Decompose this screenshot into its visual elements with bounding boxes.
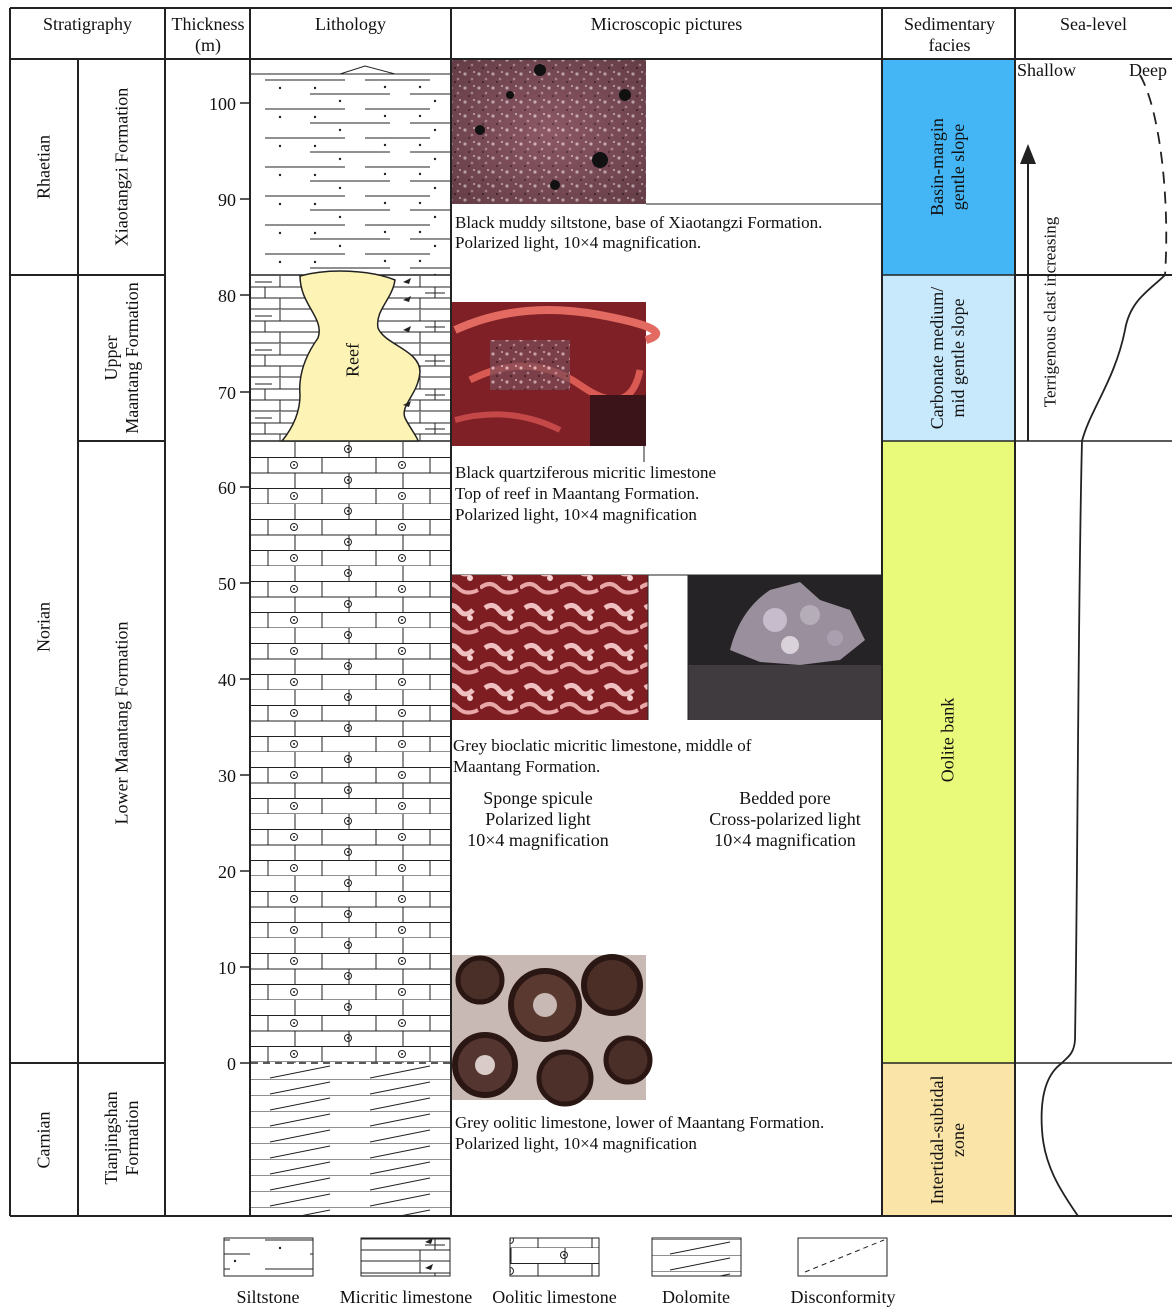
formation-lower-maantang: Lower Maantang Formation bbox=[112, 622, 133, 825]
thickness-axis bbox=[240, 103, 250, 1063]
legend-siltstone: Siltstone bbox=[208, 1287, 328, 1307]
legend-micritic: Micritic limestone bbox=[335, 1287, 477, 1307]
formation-upper-maantang-line2: Maantang Formation bbox=[122, 282, 143, 433]
header-facies: Sedimentary facies bbox=[892, 14, 1007, 56]
legend-swatches bbox=[224, 1238, 887, 1276]
formation-tianjingshan-line1: Tianjingshan bbox=[101, 1091, 122, 1184]
caption-bedded-pore-1: Bedded pore bbox=[690, 788, 880, 809]
facies-intertidal-line1: Intertidal-subtidal bbox=[927, 1076, 948, 1205]
legend-disconformity: Disconformity bbox=[780, 1287, 906, 1307]
facies-basin-label: Basin-margin gentle slope bbox=[927, 118, 969, 216]
tick-label: 100 bbox=[196, 94, 236, 114]
tick-label: 30 bbox=[196, 766, 236, 786]
tick-label: 60 bbox=[196, 478, 236, 498]
caption-bedded-pore-2: Cross-polarized light bbox=[690, 809, 880, 830]
tick-label: 80 bbox=[196, 286, 236, 306]
tick-label: 20 bbox=[196, 862, 236, 882]
caption-sponge: Sponge spicule Polarized light 10×4 magn… bbox=[448, 788, 628, 851]
caption-bedded-pore-3: 10×4 magnification bbox=[690, 830, 880, 851]
sea-level-shallow: Shallow bbox=[1017, 60, 1076, 81]
tick-label: 50 bbox=[196, 574, 236, 594]
caption-oolitic-2: Polarized light, 10×4 magnification bbox=[455, 1133, 697, 1154]
header-lithology: Lithology bbox=[250, 14, 451, 35]
header-stratigraphy: Stratigraphy bbox=[10, 14, 165, 35]
tick-label: 70 bbox=[196, 383, 236, 403]
tick-label: 0 bbox=[196, 1054, 236, 1074]
facies-blocks bbox=[883, 60, 1014, 1215]
header-sea-level: Sea-level bbox=[1015, 14, 1172, 35]
caption-sponge-1: Sponge spicule bbox=[448, 788, 628, 809]
caption-oolitic-1: Grey oolitic limestone, lower of Maantan… bbox=[455, 1112, 824, 1133]
dolomite-unit bbox=[251, 1064, 450, 1215]
caption-reef-3: Polarized light, 10×4 magnification bbox=[455, 504, 697, 525]
legend-siltstone-swatch bbox=[224, 1238, 313, 1276]
formation-tianjingshan-line2: Formation bbox=[122, 1091, 143, 1184]
facies-basin-line1: Basin-margin bbox=[927, 118, 948, 216]
caption-reef-2: Top of reef in Maantang Formation. bbox=[455, 483, 699, 504]
formation-tianjingshan: Tianjingshan Formation bbox=[101, 1091, 143, 1184]
caption-sponge-3: 10×4 magnification bbox=[448, 830, 628, 851]
formation-xiaotangzi: Xiaotangzi Formation bbox=[112, 88, 133, 246]
caption-siltstone-2: Polarized light, 10×4 magnification. bbox=[455, 232, 701, 253]
terrigenous-arrow bbox=[1020, 144, 1036, 441]
caption-bioclastic-2: Maantang Formation. bbox=[453, 756, 600, 777]
facies-intertidal-label: Intertidal-subtidal zone bbox=[927, 1076, 969, 1205]
facies-carbonate-label: Carbonate medium/ mid gentle slope bbox=[927, 287, 969, 429]
facies-oolite-label: Oolite bank bbox=[938, 698, 959, 782]
facies-carbonate-line2: mid gentle slope bbox=[948, 287, 969, 429]
legend-oolitic: Oolitic limestone bbox=[484, 1287, 625, 1307]
caption-bioclastic-1: Grey bioclatic micritic limestone, middl… bbox=[453, 735, 751, 756]
caption-siltstone-1: Black muddy siltstone, base of Xiaotangz… bbox=[455, 212, 822, 233]
facies-carbonate-line1: Carbonate medium/ bbox=[927, 287, 948, 429]
reef-label: Reef bbox=[343, 343, 364, 377]
sea-level-deep: Deep bbox=[1129, 60, 1167, 81]
photo-sponge-spicule bbox=[452, 575, 648, 720]
formation-upper-maantang-line1: Upper bbox=[101, 282, 122, 433]
stage-norian: Norian bbox=[34, 602, 55, 652]
header-thickness: Thickness (m) bbox=[166, 14, 250, 56]
formation-upper-maantang: Upper Maantang Formation bbox=[101, 282, 143, 433]
legend-dolomite: Dolomite bbox=[636, 1287, 756, 1307]
header-microscopic: Microscopic pictures bbox=[451, 14, 882, 35]
stage-carnian: Carnian bbox=[34, 1112, 55, 1169]
legend-micritic-swatch bbox=[361, 1238, 450, 1276]
terrigenous-label: Terrigenous clast increasing bbox=[1040, 217, 1061, 407]
legend-dolomite-swatch bbox=[652, 1238, 741, 1276]
caption-sponge-2: Polarized light bbox=[448, 809, 628, 830]
tick-label: 40 bbox=[196, 670, 236, 690]
oolitic-unit bbox=[251, 442, 450, 1063]
stage-rhaetian: Rhaetian bbox=[34, 135, 55, 199]
caption-reef-1: Black quartziferous micritic limestone bbox=[455, 462, 716, 483]
facies-intertidal-line2: zone bbox=[948, 1076, 969, 1205]
tick-label: 90 bbox=[196, 190, 236, 210]
lithology-column bbox=[251, 66, 450, 1215]
caption-bedded-pore: Bedded pore Cross-polarized light 10×4 m… bbox=[690, 788, 880, 851]
siltstone-unit bbox=[251, 74, 450, 275]
facies-basin-line2: gentle slope bbox=[948, 118, 969, 216]
legend-oolitic-swatch bbox=[510, 1238, 599, 1276]
tick-label: 10 bbox=[196, 958, 236, 978]
